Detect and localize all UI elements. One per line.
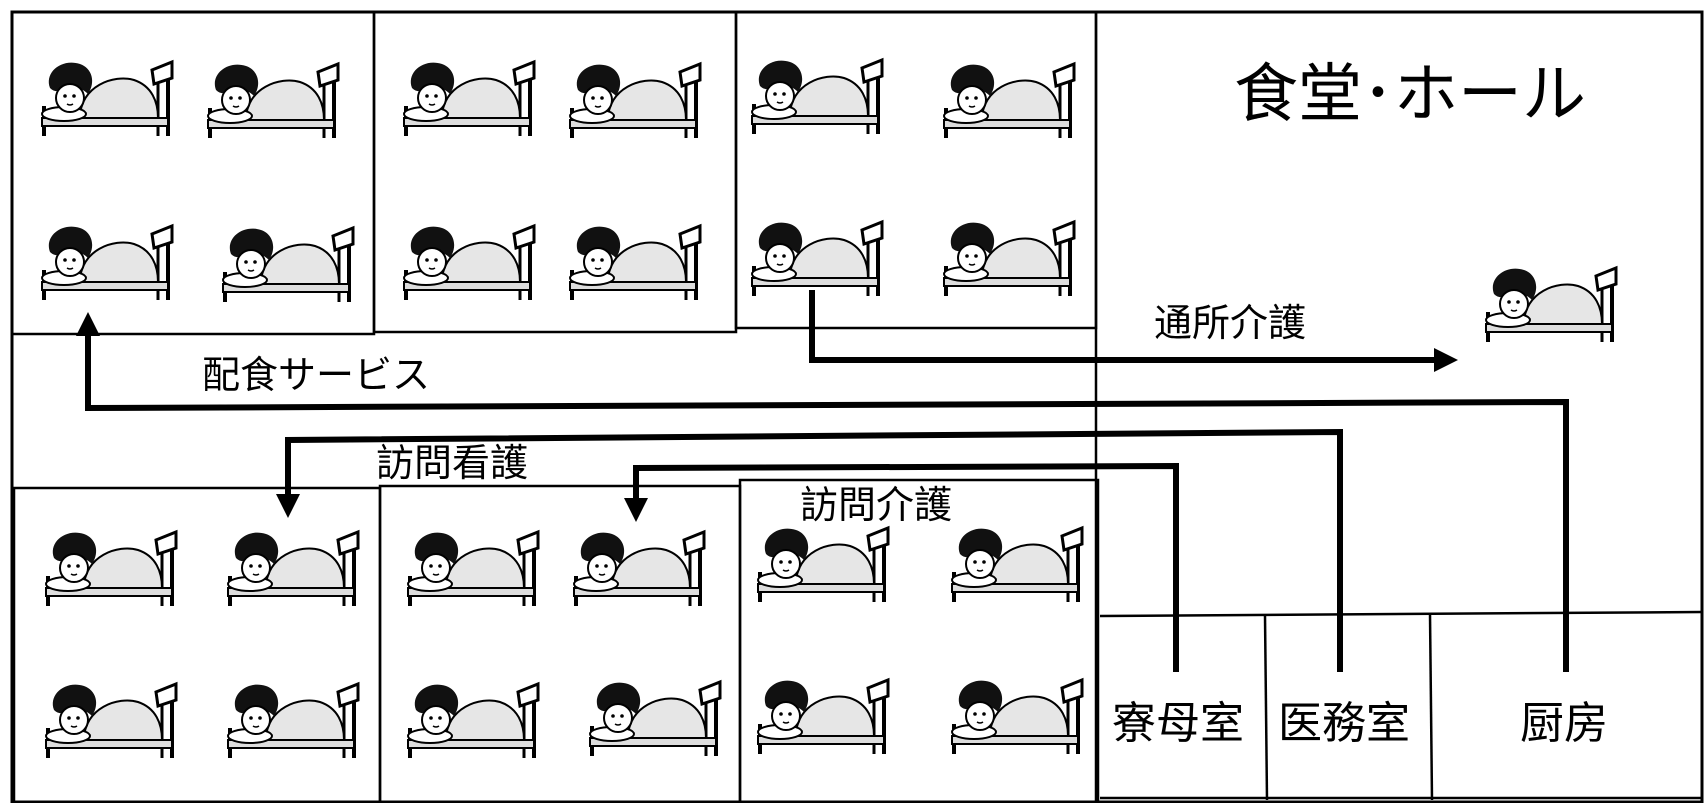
service-rooms (1099, 610, 1703, 801)
bed-icon (942, 62, 1076, 140)
home-nursing-arrow (285, 428, 1343, 672)
medical-office-label: 医務室 (1278, 698, 1410, 749)
bed-icon (942, 220, 1076, 298)
bed-icon (44, 682, 178, 760)
bed-icon (1484, 266, 1618, 344)
meal-delivery-arrow (85, 330, 1569, 672)
bed-icon (221, 226, 355, 304)
home-nursing-label: 訪問看護 (376, 441, 528, 485)
bed-icon (226, 682, 360, 760)
kitchen-label: 厨房 (1520, 698, 1608, 749)
home-nursing-arrowhead (276, 494, 300, 518)
lower-rooms (12, 478, 1100, 803)
home-care-arrow (633, 462, 1179, 672)
service-arrows (85, 290, 1569, 672)
meal-delivery-label: 配食サービス (202, 353, 430, 397)
bed-icon (402, 60, 536, 138)
bed-icon (226, 530, 360, 608)
day-care-arrow (809, 290, 1440, 363)
bed-icon (40, 224, 174, 302)
bed-icon (950, 526, 1084, 604)
bed-icon (568, 62, 702, 140)
meal-delivery-arrowhead (76, 312, 100, 336)
bed-icon (750, 220, 884, 298)
bed-icon (206, 62, 340, 140)
room-lower-3 (738, 478, 1100, 803)
bed-icon (568, 224, 702, 302)
day-care-label: 通所介護 (1154, 301, 1306, 345)
hall-label: 食堂･ホール (1234, 58, 1586, 132)
bed-icon (756, 526, 890, 604)
bed-icon (756, 678, 890, 756)
bed-icon (402, 224, 536, 302)
bed-icon (406, 530, 540, 608)
bed-icon (40, 60, 174, 138)
bed-icon (588, 680, 722, 758)
dorm-mother-room-label: 寮母室 (1112, 698, 1244, 749)
upper-rooms (10, 10, 1098, 336)
bed-icon (750, 58, 884, 136)
home-care-label: 訪問介護 (800, 483, 952, 527)
bed-icon (572, 530, 706, 608)
bed-icon (950, 678, 1084, 756)
day-care-arrowhead (1434, 348, 1458, 372)
bed-icon (406, 682, 540, 760)
home-care-arrowhead (624, 498, 648, 522)
bed-icon (44, 530, 178, 608)
arrow-heads (76, 312, 1458, 522)
